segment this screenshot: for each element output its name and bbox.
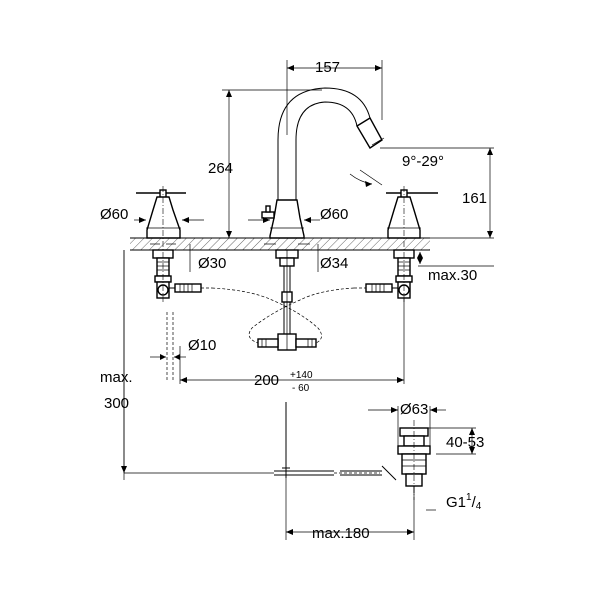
center-lines [162, 186, 415, 500]
extension-lines [123, 60, 494, 540]
thread-prefix: G1 [446, 494, 466, 511]
hoses [211, 287, 355, 344]
dim-max-deck: max.30 [428, 267, 477, 284]
thread-numerator: 1 [466, 492, 472, 503]
dim-spout-diameter: Ø60 [320, 206, 348, 223]
dim-thread: G11/4 [446, 492, 482, 512]
dim-waste-reach: max.180 [312, 525, 370, 542]
dim-hose-diameter: Ø10 [188, 337, 216, 354]
dim-handle-hole: Ø30 [198, 255, 226, 272]
dim-waste-range: 40-53 [446, 434, 484, 451]
hose-section [166, 312, 174, 382]
dim-spout-spacing: 157 [315, 59, 340, 76]
spout [257, 87, 385, 351]
dim-max-label: max. [100, 369, 133, 386]
dim-max-depth: 300 [104, 395, 129, 412]
thread-slash: / [472, 494, 477, 511]
thread-denominator: 4 [476, 501, 482, 512]
dim-handle-height: 161 [462, 190, 487, 207]
dim-waste-diameter: Ø63 [400, 401, 428, 418]
dim-spout-hole: Ø34 [320, 255, 348, 272]
dim-swivel-angle: 9°-29° [402, 153, 444, 170]
dim-handle-diameter: Ø60 [100, 206, 128, 223]
dimension-lines [121, 65, 493, 535]
dim-spout-height: 264 [208, 160, 233, 177]
dim-spread-tol-plus: +140 [290, 370, 313, 381]
dim-spread-tol-minus: - 60 [292, 383, 310, 394]
dim-spread: 200 [254, 372, 279, 389]
